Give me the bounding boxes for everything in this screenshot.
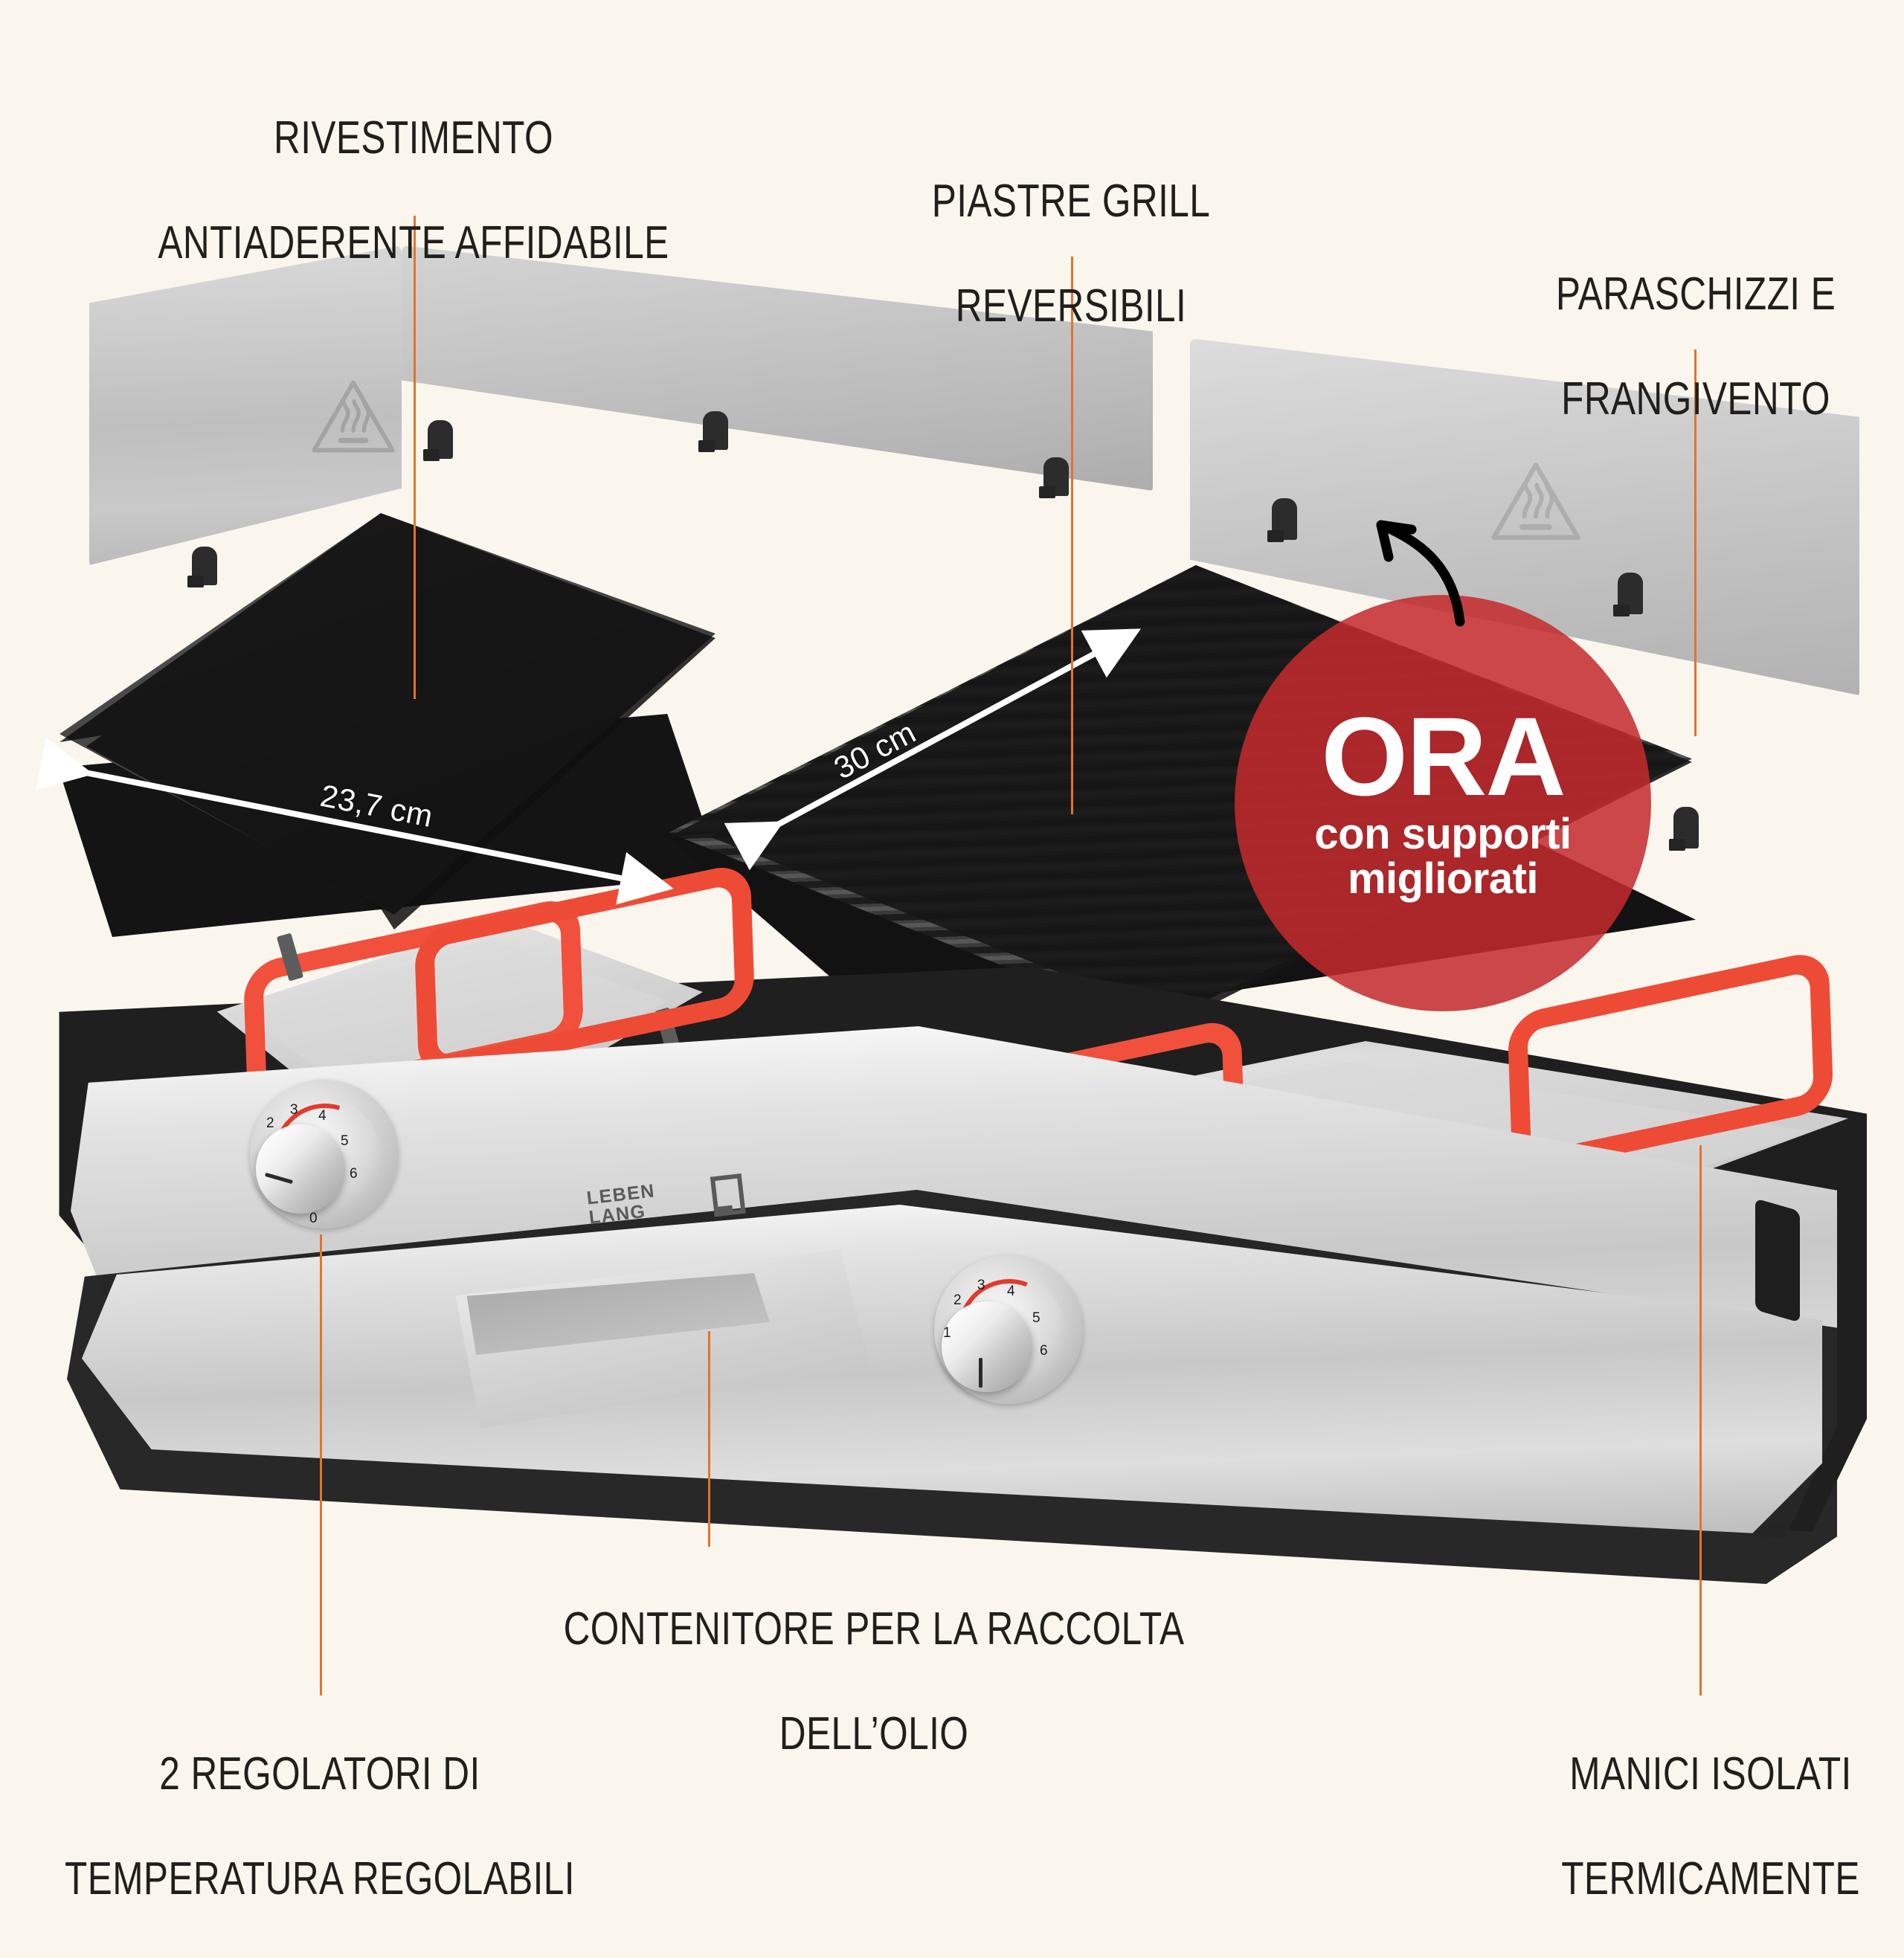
- right-knob-pointer: [979, 1358, 982, 1388]
- lead-line-coating: [414, 216, 416, 699]
- callout-non-stick-coating: RIVESTIMENTO ANTIADERENTE AFFIDABILE: [116, 59, 711, 322]
- callout-line-1: 2 REGOLATORI DI: [159, 1748, 480, 1800]
- windshield-bracket: [1267, 498, 1297, 542]
- knob-scale-label: 3: [977, 1278, 985, 1293]
- windshield-bracket: [187, 547, 217, 587]
- callout-oil-collection-tray: CONTENITORE PER LA RACCOLTA DELL’OLIO: [508, 1550, 1240, 1813]
- knob-scale-label: 5: [1032, 1310, 1041, 1326]
- callout-line-1: MANICI ISOLATI: [1569, 1748, 1852, 1800]
- badge-subline-1: con supporti: [1314, 809, 1572, 858]
- callout-line-2: DELL’OLIO: [779, 1708, 969, 1760]
- brand-mark-icon: [710, 1173, 746, 1217]
- windshield-bracket: [1039, 457, 1069, 498]
- knob-scale-label: 1: [943, 1325, 951, 1341]
- windshield-bracket: [1613, 573, 1643, 616]
- knob-scale-label: 0: [309, 1211, 318, 1226]
- knob-scale-label: 4: [1007, 1284, 1015, 1299]
- callout-line-2: FRANGIVENTO: [1561, 373, 1830, 425]
- infographic-canvas: LEBEN LANG 2 3 4 5 6 0 2 3 4 5 6 1: [0, 0, 1904, 1904]
- lead-line-plates: [1071, 257, 1073, 814]
- callout-splash-wind-guard: PARASCHIZZI E FRANGIVENTO: [1452, 216, 1904, 478]
- badge-headline: ORA: [1321, 693, 1566, 819]
- callout-line-2: TERMICAMENTE: [1561, 1853, 1860, 1905]
- right-side-grip: [1755, 1198, 1800, 1323]
- ora-promo-badge: ORA con supporti migliorati: [1235, 595, 1651, 1011]
- lead-line-oiltray: [708, 1331, 710, 1547]
- callout-line-2: TEMPERATURA REGOLABILI: [65, 1853, 575, 1905]
- callout-reversible-grill-plates: PIASTRE GRILL REVERSIBILI: [827, 123, 1315, 385]
- knob-scale-label: 5: [341, 1133, 349, 1149]
- windshield-bracket: [423, 420, 453, 461]
- callout-line-2: REVERSIBILI: [955, 280, 1187, 332]
- badge-subline-2: migliorati: [1347, 854, 1539, 903]
- knob-scale-label: 6: [1040, 1343, 1048, 1359]
- knob-scale-label: 4: [318, 1108, 327, 1124]
- hot-surface-warning-icon: [1491, 463, 1580, 540]
- callout-line-1: CONTENITORE PER LA RACCOLTA: [563, 1603, 1185, 1655]
- knob-scale-label: 3: [290, 1102, 298, 1118]
- lead-line-shield: [1694, 350, 1696, 736]
- knob-scale-label: 2: [266, 1115, 274, 1131]
- windshield-bracket: [698, 411, 728, 452]
- callout-line-1: RIVESTIMENTO: [274, 112, 553, 164]
- callout-line-1: PARASCHIZZI E: [1555, 268, 1836, 320]
- knob-scale-label: 6: [350, 1166, 358, 1182]
- windshield-bracket: [1669, 807, 1699, 851]
- lead-line-knobs: [320, 1234, 322, 1695]
- callout-line-1: PIASTRE GRILL: [931, 175, 1211, 227]
- left-temperature-knob[interactable]: [256, 1124, 345, 1214]
- hot-surface-warning-icon: [312, 380, 395, 453]
- right-temperature-knob[interactable]: [942, 1301, 1032, 1392]
- knob-scale-label: 2: [953, 1292, 962, 1308]
- lead-line-handles: [1699, 1145, 1702, 1695]
- callout-heat-insulated-handles: MANICI ISOLATI TERMICAMENTE: [1413, 1695, 1904, 1958]
- callout-line-2: ANTIADERENTE AFFIDABILE: [158, 217, 669, 269]
- callout-temperature-controls: 2 REGOLATORI DI TEMPERATURA REGOLABILI: [22, 1695, 617, 1958]
